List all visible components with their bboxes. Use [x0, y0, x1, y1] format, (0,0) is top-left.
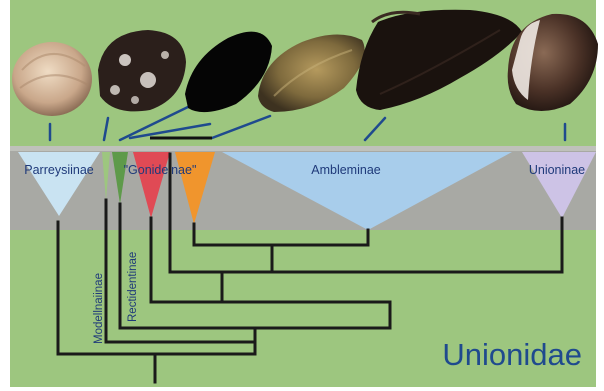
label-ambleminae: Ambleminae — [311, 163, 381, 177]
gray-band-top-edge — [10, 146, 596, 151]
label-modellnaiinae: Modellnaiinae — [93, 273, 105, 344]
family-label: Unionidae — [442, 337, 582, 372]
label-rectidentinae: Rectidentinae — [127, 252, 139, 322]
label-unioninae: Unioninae — [529, 163, 585, 177]
shell-1 — [12, 42, 92, 116]
label-gonideinae: "Gonideinae" — [124, 163, 197, 177]
label-parreysiinae: Parreysiinae — [24, 163, 94, 177]
